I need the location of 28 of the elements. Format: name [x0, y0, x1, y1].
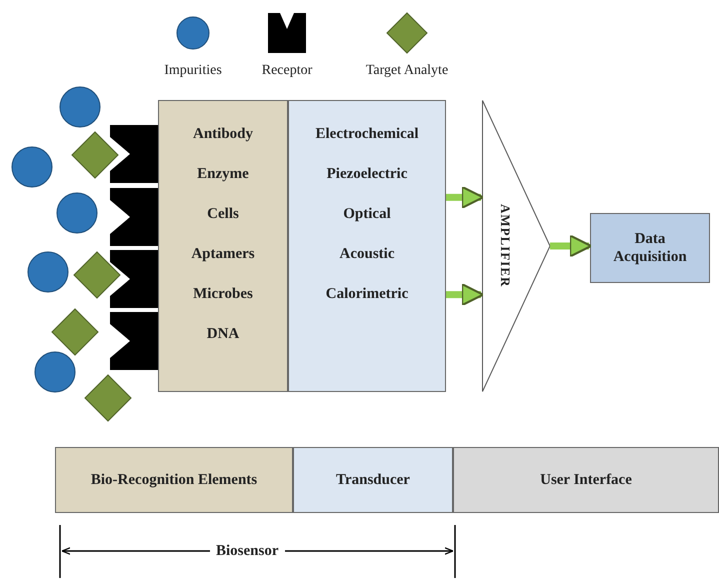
data-acquisition-box	[590, 213, 710, 283]
list-item: Calorimetric	[326, 285, 408, 303]
transducer-segment	[293, 447, 453, 513]
legend-label: Target Analyte	[364, 63, 450, 79]
list-item: Acoustic	[340, 245, 394, 263]
node-label: Transducer	[336, 471, 410, 489]
list-item: Enzyme	[197, 165, 249, 183]
list-item: Antibody	[192, 125, 254, 143]
node-label: Bio-Recognition Elements	[90, 471, 258, 489]
node-label: AMPLIFIER	[497, 203, 514, 290]
legend-label: Impurities	[163, 63, 223, 79]
user-interface-segment	[453, 447, 719, 513]
list-item: Optical	[343, 205, 391, 223]
bio-recognition-segment	[55, 447, 293, 513]
arrow	[446, 186, 484, 209]
arrow	[550, 234, 592, 258]
list-item: Microbes	[193, 285, 253, 303]
node-label: Data Acquisition	[612, 230, 688, 266]
transducer-box	[288, 100, 446, 392]
amplifier-triangle	[482, 100, 552, 392]
arrow	[446, 283, 484, 306]
list-item: Cells	[207, 205, 239, 223]
list-item: Electrochemical	[315, 125, 418, 143]
node-label: User Interface	[540, 471, 632, 489]
bio-recognition-box	[158, 100, 288, 392]
list-item: Aptamers	[191, 245, 255, 263]
list-item: Piezoelectric	[326, 165, 408, 183]
list-item: DNA	[206, 325, 240, 343]
